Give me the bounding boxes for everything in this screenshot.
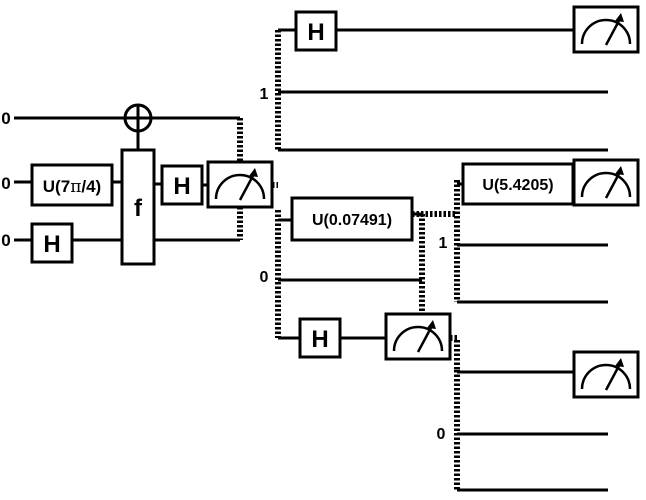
measurement-meter-icon <box>572 350 640 399</box>
input-label-q1: 0 <box>1 174 10 193</box>
hadamard-label: H <box>173 173 190 200</box>
hadamard-label: H <box>307 19 324 46</box>
hadamard-label: H <box>43 231 60 258</box>
input-label-q0: 0 <box>1 109 10 128</box>
branch-outcome-label-0: 0 <box>260 269 269 286</box>
f-gate <box>120 148 156 266</box>
branch-outcome-label-0-right: 0 <box>437 426 446 443</box>
hadamard-gate-q2 <box>30 222 74 264</box>
u-7pi4-gate <box>30 163 114 207</box>
classical-wire-meter-to-bottom <box>450 335 460 370</box>
input-label-q2: 0 <box>1 231 10 250</box>
branch-outcome-label-1-right: 1 <box>439 235 448 252</box>
u-7pi4-label: U(7π/4) <box>43 177 101 197</box>
hadamard-label: H <box>311 326 328 353</box>
measurement-meter-icon <box>384 312 452 361</box>
u-0-07491-gate <box>290 196 414 242</box>
u-5-4205-gate <box>461 162 575 206</box>
u-5-4205-label: U(5.4205) <box>482 177 553 194</box>
f-gate-label: f <box>134 195 143 222</box>
hadamard-gate-q1 <box>160 164 204 206</box>
measurement-meter-icon <box>206 160 274 209</box>
u-0-07491-label: U(0.07491) <box>312 212 392 229</box>
branch-outcome-label-1: 1 <box>260 86 269 103</box>
measurement-meter-icon <box>572 5 640 54</box>
measurement-meter-icon <box>572 158 640 207</box>
